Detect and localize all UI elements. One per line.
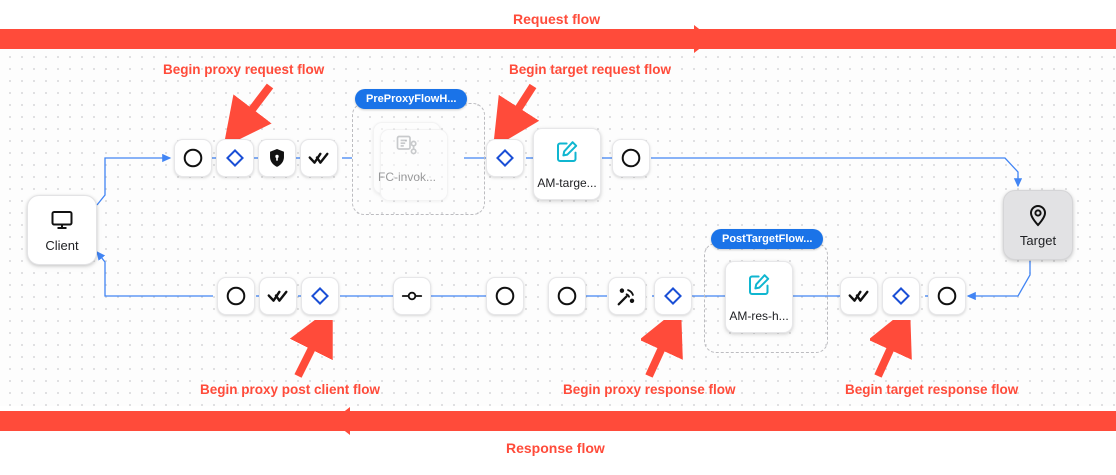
circle-icon (620, 147, 642, 169)
node-post-client-start[interactable] (217, 277, 255, 315)
circle-icon (225, 285, 247, 307)
annotation-begin-proxy-response-flow: Begin proxy response flow (563, 382, 736, 397)
diagram-background (0, 47, 1116, 406)
node-target-response-flow-anchor[interactable] (882, 277, 920, 315)
target-node-label: Target (1019, 233, 1057, 248)
node-security-policy[interactable] (258, 139, 296, 177)
function-callout-icon (394, 133, 420, 162)
node-target-request-end[interactable] (612, 139, 650, 177)
diamond-icon (890, 285, 912, 307)
monitor-icon (50, 208, 74, 235)
request-flow-bar-body (0, 29, 1116, 49)
shield-lock-icon (266, 147, 288, 169)
policy-card-label: AM-targe... (537, 175, 597, 190)
response-flow-arrowhead (332, 407, 350, 435)
double-check-icon (307, 146, 331, 170)
request-flow-bar (0, 25, 1116, 53)
node-broadcast[interactable] (608, 277, 646, 315)
annotation-arrow-proxy-response (641, 320, 683, 378)
assign-message-icon (746, 272, 772, 301)
annotation-begin-proxy-request-flow: Begin proxy request flow (163, 62, 325, 77)
node-proxy-response-flow-anchor[interactable] (654, 277, 692, 315)
node-proxy-request-end[interactable] (300, 139, 338, 177)
annotation-arrow-proxy-request (223, 83, 274, 144)
policy-card-label: AM-res-h... (729, 308, 789, 323)
policy-card-am-res-h[interactable]: AM-res-h... (725, 261, 800, 340)
annotation-begin-target-request-flow: Begin target request flow (509, 62, 672, 77)
annotation-arrow-post-client (290, 320, 333, 378)
node-error[interactable] (393, 277, 431, 315)
node-target-request-flow-anchor[interactable] (486, 139, 524, 177)
annotation-arrow-target-response (870, 320, 912, 378)
diamond-icon (662, 285, 684, 307)
flow-group-tag-post-target-flow-hooks[interactable]: PostTargetFlow... (711, 229, 824, 249)
satellite-dish-icon (615, 284, 639, 308)
node-proxy-post-client-flow-anchor[interactable] (301, 277, 339, 315)
location-pin-icon (1026, 203, 1050, 230)
request-flow-arrowhead (694, 25, 712, 53)
double-check-icon (847, 284, 871, 308)
response-flow-label: Response flow (506, 440, 605, 456)
node-proxy-response-start[interactable] (486, 277, 524, 315)
circle-icon (494, 285, 516, 307)
double-check-icon (266, 284, 290, 308)
node-target-response-start[interactable] (928, 277, 966, 315)
target-node[interactable]: Target (1003, 190, 1073, 260)
policy-card-am-target[interactable]: AM-targe... (533, 128, 601, 200)
policy-card-fc-invoke[interactable]: FC-invok... (373, 122, 448, 201)
client-node-label: Client (45, 238, 79, 253)
node-proxy-request-flow-anchor[interactable] (216, 139, 254, 177)
response-flow-bar-body (0, 411, 1116, 431)
annotation-begin-target-response-flow: Begin target response flow (845, 382, 1019, 397)
diamond-icon (224, 147, 246, 169)
circle-icon (936, 285, 958, 307)
node-proxy-request-start[interactable] (174, 139, 212, 177)
response-flow-bar (0, 407, 1116, 435)
assign-message-icon (554, 139, 580, 168)
client-node[interactable]: Client (27, 195, 97, 265)
node-target-response-check[interactable] (840, 277, 878, 315)
annotation-arrow-target-request (493, 83, 540, 144)
diamond-icon (494, 147, 516, 169)
policy-card-label: FC-invok... (377, 169, 436, 184)
flow-group-tag-pre-proxy-flow-hooks[interactable]: PreProxyFlowH... (355, 89, 468, 109)
node-proxy-response-mid[interactable] (548, 277, 586, 315)
node-dot-icon (400, 284, 424, 308)
annotation-begin-proxy-post-client-flow: Begin proxy post client flow (200, 382, 381, 397)
node-post-client-check[interactable] (259, 277, 297, 315)
policy-card-stack (380, 129, 448, 201)
request-flow-label: Request flow (513, 11, 601, 27)
diamond-icon (309, 285, 331, 307)
circle-icon (182, 147, 204, 169)
circle-icon (556, 285, 578, 307)
